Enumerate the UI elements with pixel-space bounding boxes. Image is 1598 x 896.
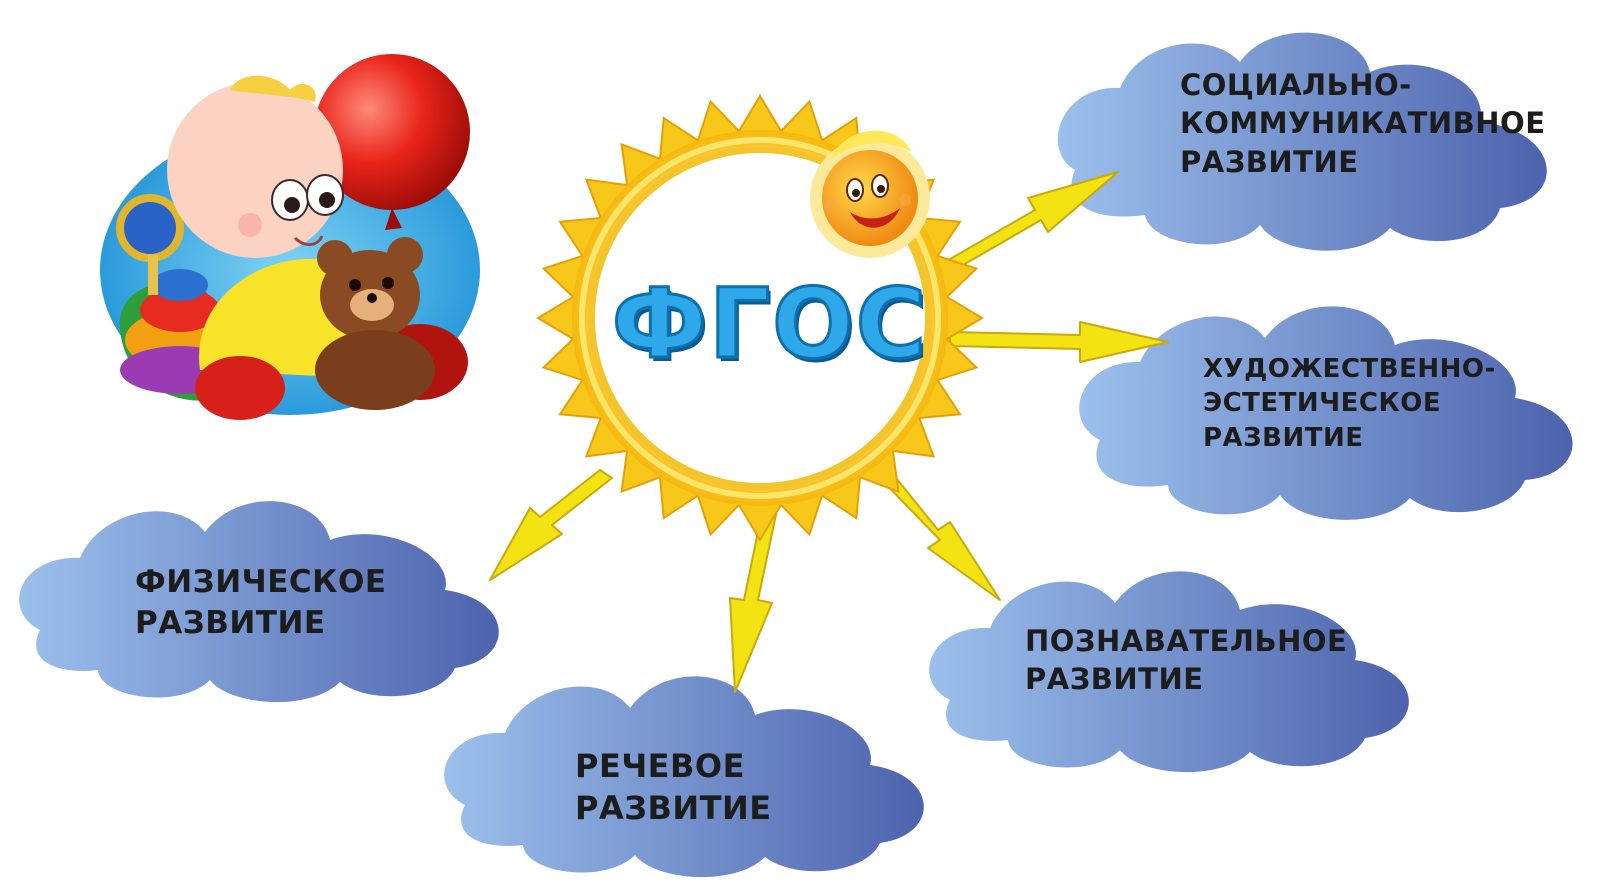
area-label-line: РАЗВИТИЕ xyxy=(1180,144,1359,179)
area-label-line: РАЗВИТИЕ xyxy=(575,789,772,828)
area-label-line: РАЗВИТИЕ xyxy=(135,604,326,641)
area-label-physical: ФИЗИЧЕСКОЕ РАЗВИТИЕ xyxy=(135,562,387,644)
area-label-speech: РЕЧЕВОЕ РАЗВИТИЕ xyxy=(575,745,772,829)
baby-illustration xyxy=(100,54,480,420)
cloud-artistic xyxy=(1079,306,1573,520)
area-label-line: ХУДОЖЕСТВЕННО- xyxy=(1203,354,1496,384)
area-label-line: ЭСТЕТИЧЕСКОЕ xyxy=(1203,388,1442,419)
area-label-line: СОЦИАЛЬНО- xyxy=(1180,68,1412,102)
cloud-physical xyxy=(19,501,499,703)
area-label-line: ПОЗНАВАТЕЛЬНОЕ xyxy=(1025,624,1348,658)
arrow-to-social xyxy=(944,171,1119,273)
area-label-line: РЕЧЕВОЕ xyxy=(575,747,745,785)
center-title: ФГОС xyxy=(610,267,929,382)
arrow-to-artistic xyxy=(949,321,1169,363)
arrow-to-physical xyxy=(489,469,613,581)
cloud-cognitive xyxy=(929,571,1409,773)
area-label-line: РАЗВИТИЕ xyxy=(1203,422,1364,453)
arrows xyxy=(489,171,1169,693)
area-label-line: ФИЗИЧЕСКОЕ xyxy=(135,564,387,600)
cloud-speech xyxy=(444,676,924,878)
cloud-social xyxy=(1057,32,1547,251)
area-label-line: РАЗВИТИЕ xyxy=(1025,662,1204,697)
smiling-sun-icon xyxy=(810,130,930,258)
area-label-social: СОЦИАЛЬНО- КОММУНИКАТИВНОЕ РАЗВИТИЕ xyxy=(1180,66,1546,181)
area-label-line: КОММУНИКАТИВНОЕ xyxy=(1180,106,1546,141)
area-label-cognitive: ПОЗНАВАТЕЛЬНОЕ РАЗВИТИЕ xyxy=(1025,622,1347,699)
area-label-artistic: ХУДОЖЕСТВЕННО- ЭСТЕТИЧЕСКОЕ РАЗВИТИЕ xyxy=(1203,352,1496,455)
